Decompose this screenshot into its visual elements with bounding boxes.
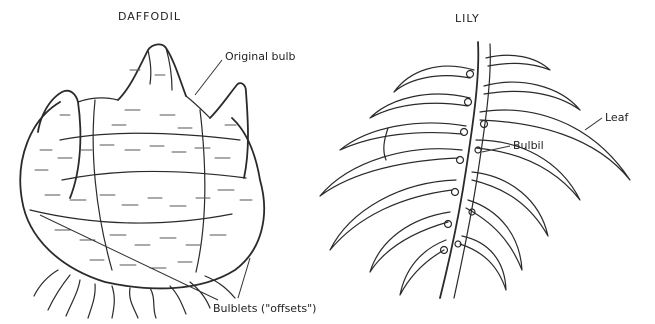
bulblets-leader-right <box>238 258 250 298</box>
daffodil-texture <box>35 70 252 268</box>
original-bulb-leader <box>195 60 222 95</box>
bulbil-label: Bulbil <box>513 139 544 152</box>
daffodil-drawing <box>20 44 264 318</box>
lily-bulbils <box>441 71 488 254</box>
lily-leaves-left <box>320 66 474 295</box>
leaf-leader <box>585 118 602 130</box>
bulblets-leader-left <box>40 215 218 300</box>
leaf-label: Leaf <box>605 111 629 124</box>
daffodil-original-bulb-neck <box>118 44 186 100</box>
lily-stem <box>440 42 478 298</box>
daffodil-title: DAFFODIL <box>118 10 181 23</box>
lily-drawing <box>320 42 630 298</box>
daffodil-left-offset <box>38 91 80 198</box>
lily-leaves-right <box>460 55 630 290</box>
lily-title: LILY <box>455 12 480 25</box>
original-bulb-label: Original bulb <box>225 50 296 63</box>
bulblets-label: Bulblets ("offsets") <box>213 302 316 315</box>
